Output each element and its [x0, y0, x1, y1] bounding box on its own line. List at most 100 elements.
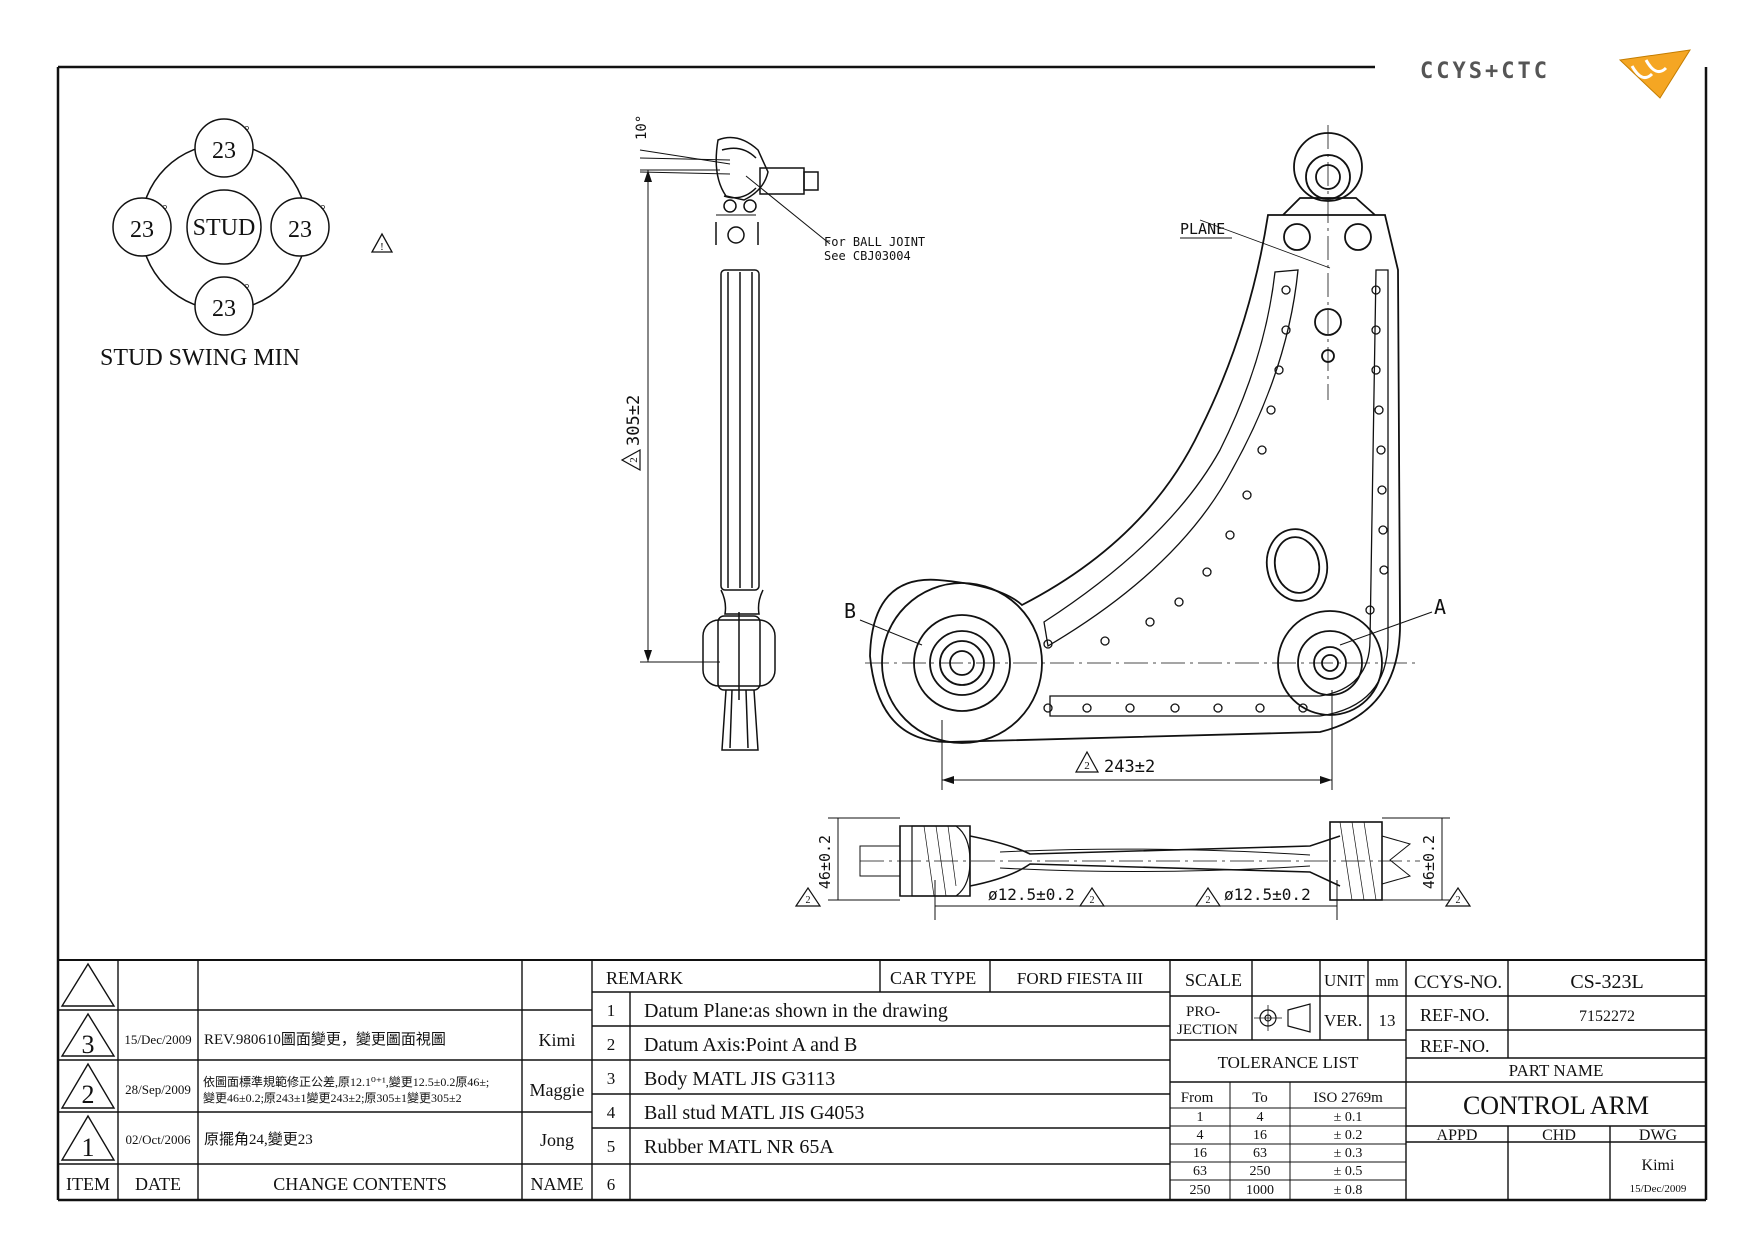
remark-5-no: 5	[607, 1137, 616, 1156]
side-view	[639, 136, 831, 751]
swing-caption: STUD SWING MIN	[100, 345, 300, 371]
tol-row-4-to: 250	[1250, 1164, 1271, 1179]
tol-row-3-from: 16	[1193, 1146, 1207, 1161]
tolerance-title: TOLERANCE LIST	[1218, 1053, 1359, 1072]
ball-joint-note-line2: See CBJ03004	[824, 249, 911, 263]
swing-left-value: 23	[130, 217, 154, 243]
remark-header: REMARK	[606, 968, 683, 988]
dim-46-right-value: 46±0.2	[1420, 835, 1438, 889]
rev-triangle-icon	[1078, 886, 1106, 907]
sheet-border	[56, 65, 1708, 1202]
unit-label: UNIT	[1324, 971, 1365, 990]
ver-label: VER.	[1324, 1011, 1362, 1030]
tol-header-from: From	[1181, 1090, 1214, 1106]
ref-no-value-1: 7152272	[1579, 1008, 1635, 1025]
rev-triangle-icon	[1444, 886, 1472, 907]
tol-row-1-from: 1	[1197, 1110, 1204, 1125]
remark-5-text: Rubber MATL NR 65A	[644, 1136, 834, 1158]
tol-row-2-to: 16	[1253, 1128, 1267, 1143]
chd-label: CHD	[1542, 1127, 1576, 1144]
tol-row-2-tol: ± 0.2	[1334, 1128, 1363, 1143]
section-left-rev: 2	[806, 895, 811, 906]
rev-2-change-line2: 變更46±0.2;原243±1變更243±2;原305±1變更305±2	[203, 1090, 462, 1105]
logo-text: CCYS+CTC	[1420, 59, 1550, 84]
swing-top-value: 23	[212, 138, 236, 164]
rev-1-name: Jong	[540, 1130, 574, 1150]
side-angle-label: 10°	[634, 115, 650, 140]
rev-triangle-icon	[1194, 886, 1222, 907]
dim-243-value: 243±2	[1104, 757, 1155, 777]
dim-46-left: 46±0.2	[816, 835, 834, 889]
projection-symbol-icon	[1254, 1003, 1311, 1033]
swing-bottom-value: 23	[212, 296, 236, 322]
remark-2-text: Datum Axis:Point A and B	[644, 1034, 857, 1056]
tol-row-5-tol: ± 0.8	[1334, 1183, 1363, 1198]
tol-row-1-to: 4	[1257, 1110, 1264, 1125]
scale-label: SCALE	[1185, 970, 1242, 990]
dim-305: 2 305±2	[620, 395, 644, 472]
warning-triangle-icon	[370, 232, 394, 253]
tol-row-3-tol: ± 0.3	[1334, 1146, 1363, 1161]
remark-3-text: Body MATL JIS G3113	[644, 1068, 835, 1090]
dim-dia-right-value: ø12.5±0.2	[1224, 885, 1311, 904]
dim-243: 2 243±2	[1074, 750, 1155, 777]
dim-305-rev: 2	[628, 457, 640, 463]
plan-view	[859, 125, 1433, 790]
rev-3-item: 3	[82, 1030, 95, 1059]
car-type-value: FORD FIESTA III	[1017, 969, 1143, 988]
rev-2-item: 2	[82, 1080, 95, 1109]
unit-value: mm	[1375, 974, 1399, 990]
part-info-block	[1406, 960, 1706, 1200]
remark-4-text: Ball stud MATL JIS G4053	[644, 1102, 864, 1124]
dim-46-left-value: 46±0.2	[816, 835, 834, 889]
logo-emblem-icon	[1618, 49, 1691, 99]
swing-left-degree: °	[162, 203, 168, 218]
rev-header-date: DATE	[135, 1174, 181, 1194]
remark-table	[592, 960, 1171, 1200]
remark-3-no: 3	[607, 1069, 616, 1088]
ref-no-label-1: REF-NO.	[1420, 1005, 1490, 1025]
dwg-date: 15/Dec/2009	[1630, 1183, 1687, 1195]
rev-triangle-icon	[1074, 750, 1100, 773]
plan-view-holes	[1043, 285, 1389, 713]
rev-header-name: NAME	[531, 1174, 584, 1194]
tol-row-4-from: 63	[1193, 1164, 1207, 1179]
point-b-label: B	[844, 599, 856, 623]
dim-dia-right-rev: 2	[1206, 895, 1211, 906]
rev-1-change: 原擺角24,變更23	[204, 1131, 313, 1148]
rev-3-change: REV.980610圖面變更，變更圖面視圖	[204, 1031, 446, 1048]
ver-value: 13	[1379, 1011, 1396, 1030]
swing-top-degree: °	[244, 124, 250, 139]
part-name-value: CONTROL ARM	[1463, 1091, 1649, 1120]
rev-2-name: Maggie	[530, 1080, 585, 1100]
stud-swing-diagram: 23 ° 23 ° STUD 23 ° 23 ° STUD SWING MIN …	[100, 118, 394, 371]
swing-right-degree: °	[320, 203, 326, 218]
remark-1-text: Datum Plane:as shown in the drawing	[644, 1000, 948, 1022]
car-type-label: CAR TYPE	[890, 968, 976, 988]
dim-dia-left-rev: 2	[1090, 895, 1095, 906]
plane-label: PLANE	[1180, 220, 1225, 238]
ccys-no-label: CCYS-NO.	[1414, 972, 1502, 993]
tol-row-5-from: 250	[1190, 1183, 1211, 1198]
rev-1-item: 1	[82, 1133, 95, 1162]
rev-2-date: 28/Sep/2009	[125, 1082, 191, 1097]
tol-row-4-tol: ± 0.5	[1334, 1164, 1363, 1179]
appd-label: APPD	[1437, 1127, 1478, 1144]
point-a-label: A	[1434, 595, 1446, 619]
swing-center-label: STUD	[193, 215, 256, 241]
remark-4-no: 4	[607, 1103, 616, 1122]
remark-1-no: 1	[607, 1001, 616, 1020]
rev-triangle-icon	[794, 886, 822, 907]
tol-header-to: To	[1252, 1090, 1268, 1106]
svg-text:!: !	[380, 241, 384, 253]
projection-label-2: JECTION	[1177, 1022, 1238, 1038]
rev-3-name: Kimi	[538, 1030, 575, 1050]
tol-header-iso: ISO 2769m	[1313, 1090, 1383, 1106]
rev-triangle-icon	[620, 448, 641, 472]
ccys-no-value: CS-323L	[1570, 971, 1643, 993]
projection-label-1: PRO-	[1186, 1004, 1220, 1020]
ball-joint-note-line1: For BALL JOINT	[824, 235, 925, 249]
rev-1-date: 02/Oct/2006	[126, 1132, 191, 1147]
tol-row-1-tol: ± 0.1	[1334, 1110, 1363, 1125]
